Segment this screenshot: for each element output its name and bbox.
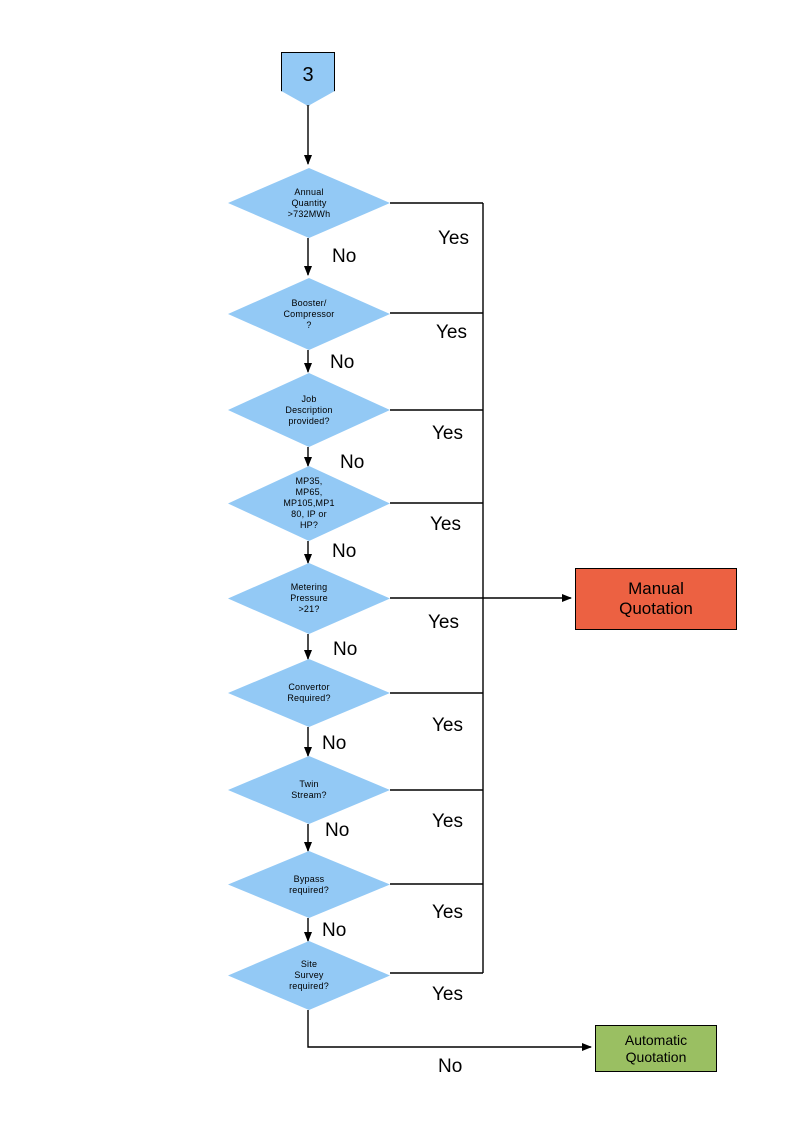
decision-twin-stream-label: Twin Stream?	[291, 779, 327, 800]
decision-site-survey[interactable]: Site Survey required?	[228, 941, 390, 1010]
decision-convertor-label: Convertor Required?	[287, 682, 331, 703]
decision-twin-stream[interactable]: Twin Stream?	[228, 756, 390, 824]
edge-label-yes-booster-compressor: Yes	[436, 322, 467, 343]
edge-label-yes-convertor: Yes	[432, 715, 463, 736]
decision-bypass[interactable]: Bypass required?	[228, 851, 390, 918]
edge-label-no-booster-compressor: No	[330, 352, 355, 373]
terminal-automatic-quotation[interactable]: Automatic Quotation	[595, 1025, 717, 1072]
decision-meter-type-label: MP35, MP65, MP105,MP1 80, IP or HP?	[283, 476, 335, 530]
decision-site-survey-label: Site Survey required?	[289, 959, 329, 991]
decision-booster-compressor-label: Booster/ Compressor ?	[283, 297, 335, 330]
terminal-automatic-quotation-line2: Quotation	[625, 1048, 687, 1065]
edge-label-yes-annual-quantity: Yes	[438, 228, 469, 249]
edge-label-yes-metering-pressure: Yes	[428, 612, 459, 633]
edge-label-no-metering-pressure: No	[333, 639, 358, 660]
edge-label-no-twin-stream: No	[325, 820, 350, 841]
edge-label-no-convertor: No	[322, 733, 347, 754]
decision-job-description[interactable]: Job Description provided?	[228, 373, 390, 447]
connector-label: 3	[302, 64, 314, 86]
edge-label-no-bypass: No	[322, 920, 347, 941]
decision-metering-pressure-label: Metering Pressure >21?	[290, 582, 328, 614]
decision-annual-quantity-label: Annual Quantity >732MWh	[287, 186, 331, 219]
decision-bypass-label: Bypass required?	[289, 873, 329, 895]
decision-job-description-label: Job Description provided?	[285, 393, 333, 426]
decision-metering-pressure[interactable]: Metering Pressure >21?	[228, 563, 390, 634]
terminal-manual-quotation-line2: Quotation	[619, 599, 693, 618]
edge-label-no-annual-quantity: No	[332, 246, 357, 267]
edge-label-no-job-description: No	[340, 452, 365, 473]
edge-label-no-site-survey: No	[438, 1056, 463, 1077]
edge-label-no-meter-type: No	[332, 541, 357, 562]
connector-node-3: 3	[281, 52, 335, 106]
edge-label-yes-twin-stream: Yes	[432, 811, 463, 832]
edge-label-yes-bypass: Yes	[432, 902, 463, 923]
terminal-manual-quotation-line1: Manual	[628, 579, 684, 598]
edge-label-yes-site-survey: Yes	[432, 984, 463, 1005]
decision-meter-type[interactable]: MP35, MP65, MP105,MP1 80, IP or HP?	[228, 466, 390, 541]
decision-annual-quantity[interactable]: Annual Quantity >732MWh	[228, 168, 390, 238]
edge-label-yes-job-description: Yes	[432, 423, 463, 444]
terminal-manual-quotation[interactable]: Manual Quotation	[575, 568, 737, 630]
edge-label-yes-meter-type: Yes	[430, 514, 461, 535]
decision-convertor[interactable]: Convertor Required?	[228, 659, 390, 727]
terminal-automatic-quotation-line1: Automatic	[624, 1031, 688, 1048]
decision-booster-compressor[interactable]: Booster/ Compressor ?	[228, 278, 390, 350]
